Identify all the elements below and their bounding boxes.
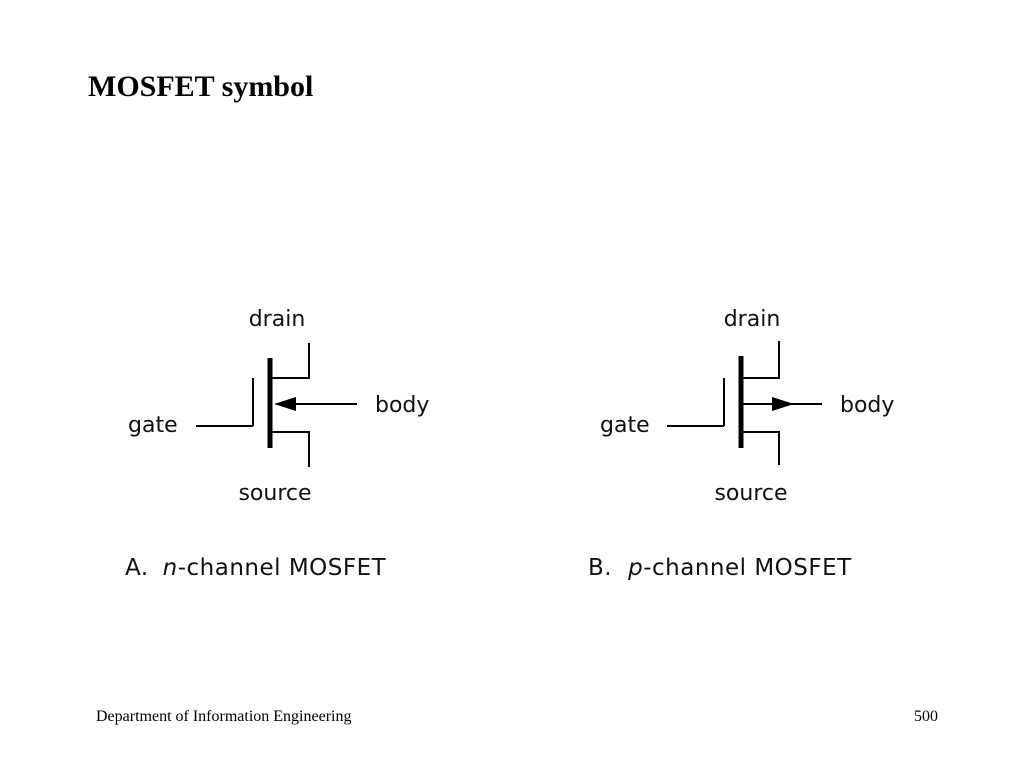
caption-b: B.p-channel MOSFET	[588, 555, 852, 581]
footer-department: Department of Information Engineering	[96, 708, 352, 725]
body-arrow-outward	[772, 397, 794, 411]
body-arrow-inward	[274, 397, 296, 411]
n-channel-mosfet-symbol: drain gate body source A.n-channel MOSFE…	[125, 307, 429, 581]
caption-a: A.n-channel MOSFET	[125, 555, 387, 581]
drain-label: drain	[724, 307, 781, 332]
drain-lead	[270, 343, 310, 379]
source-lead	[270, 431, 310, 467]
slide-title: MOSFET symbol	[88, 70, 314, 103]
footer-page-number: 500	[914, 708, 938, 725]
drain-lead	[741, 341, 780, 379]
source-label: source	[238, 481, 311, 506]
gate-label: gate	[128, 413, 178, 438]
p-channel-mosfet-symbol: drain gate body source B.p-channel MOSFE…	[588, 307, 894, 581]
gate-label: gate	[600, 413, 650, 438]
drain-label: drain	[249, 307, 306, 332]
body-label: body	[375, 393, 429, 418]
body-label: body	[840, 393, 894, 418]
source-label: source	[714, 481, 787, 506]
source-lead	[741, 431, 780, 465]
